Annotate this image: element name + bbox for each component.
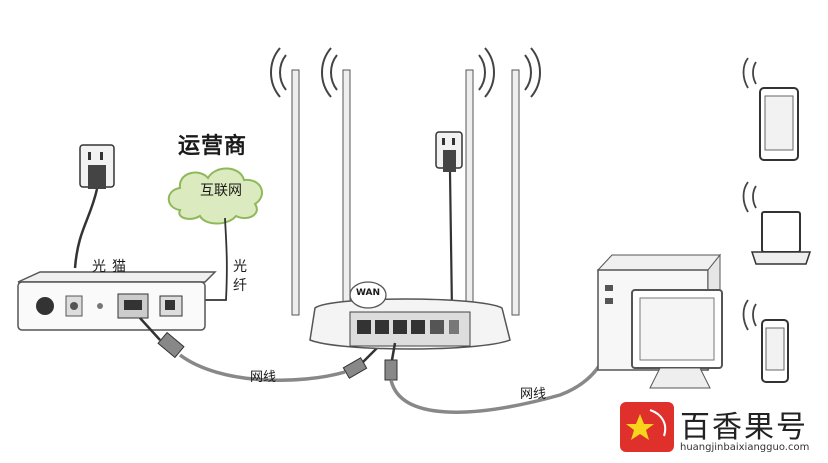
cloud-icon xyxy=(167,167,263,225)
router-antennas xyxy=(291,69,520,316)
cable-label-right: 网线 xyxy=(520,387,547,402)
wan-callout xyxy=(349,281,387,309)
isp-label: 运营商 xyxy=(178,134,248,159)
fiber-label: 光纤 xyxy=(233,259,247,294)
modem-power-cord xyxy=(73,188,99,269)
internet-label: 互联网 xyxy=(200,183,242,199)
tablet-icon xyxy=(742,57,799,161)
laptop-icon xyxy=(742,181,812,265)
router-power-outlet-icon xyxy=(435,131,463,172)
router-power-cord xyxy=(448,171,454,313)
cable-modem-router xyxy=(139,317,381,382)
watermark-logo-icon xyxy=(620,402,674,452)
wan-label: WAN xyxy=(356,288,381,298)
power-outlet-icon xyxy=(79,144,115,189)
watermark-title: 百香果号 xyxy=(680,410,808,445)
wifi-signal-icon xyxy=(270,47,541,98)
watermark-url: huangjinbaixiangguo.com xyxy=(680,442,810,453)
smartphone-icon xyxy=(742,299,789,383)
desktop-computer-icon xyxy=(596,253,723,389)
modem-icon xyxy=(17,271,217,331)
fiber-line xyxy=(205,217,228,301)
cable-label-left: 网线 xyxy=(250,370,277,385)
router-icon xyxy=(309,298,511,350)
modem-label: 光猫 xyxy=(92,259,132,275)
watermark: 百香果号 huangjinbaixiangguo.com xyxy=(620,402,828,459)
